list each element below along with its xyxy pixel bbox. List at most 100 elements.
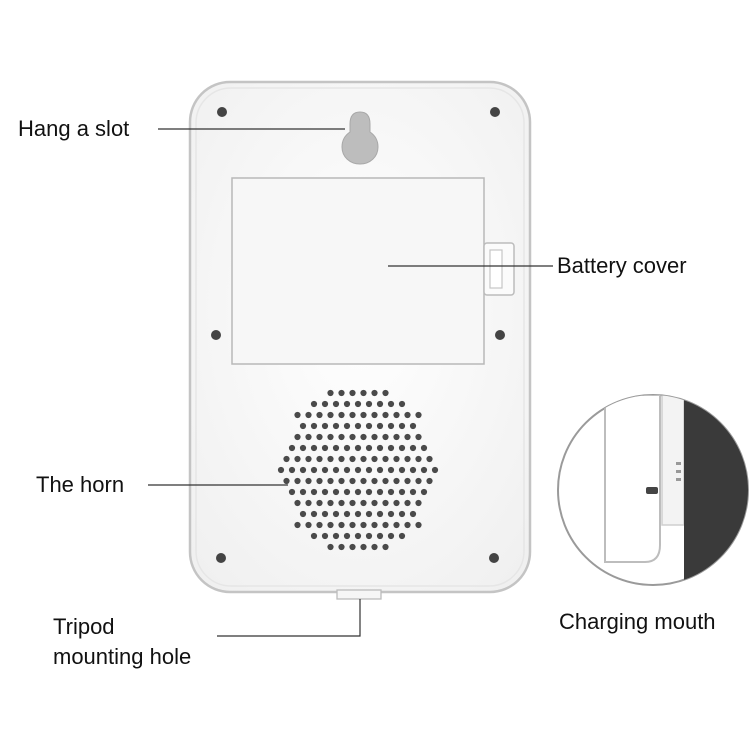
grille-hole (316, 521, 323, 529)
label-charging-mouth: Charging mouth (559, 609, 716, 634)
grille-hole (354, 422, 362, 430)
grille-hole (409, 444, 417, 452)
grille-hole (376, 532, 384, 540)
grille-hole (294, 477, 301, 485)
grille-hole (327, 543, 334, 551)
grille-hole (404, 499, 411, 507)
grille-hole (338, 521, 345, 529)
grille-hole (371, 389, 378, 397)
label-tripod-line2: mounting hole (53, 644, 192, 669)
grille-hole (327, 499, 334, 507)
grille-hole (327, 477, 334, 485)
grille-hole (360, 499, 367, 507)
grille-hole (365, 422, 373, 430)
grille-hole (332, 444, 340, 452)
grille-hole (431, 466, 439, 474)
grille-hole (321, 444, 329, 452)
grille-hole (393, 411, 400, 419)
grille-hole (360, 433, 367, 441)
grille-hole (321, 510, 329, 518)
grille-hole (283, 455, 290, 463)
grille-hole (332, 466, 340, 474)
grille-hole (371, 455, 378, 463)
grille-hole (327, 433, 334, 441)
grille-hole (343, 466, 351, 474)
grille-hole (404, 411, 411, 419)
grille-hole (321, 466, 329, 474)
grille-hole (316, 499, 323, 507)
grille-hole (294, 521, 301, 529)
grille-hole (305, 455, 312, 463)
grille-hole (343, 510, 351, 518)
grille-hole (349, 411, 356, 419)
grille-hole (277, 466, 285, 474)
grille-hole (294, 499, 301, 507)
grille-hole (398, 466, 406, 474)
grille-hole (382, 433, 389, 441)
grille-hole (299, 466, 307, 474)
grille-hole (310, 400, 318, 408)
grille-hole (376, 400, 384, 408)
grille-hole (382, 521, 389, 529)
label-tripod-mounting-hole: Tripod mounting hole (53, 612, 191, 672)
grille-hole (354, 532, 362, 540)
grille-hole (365, 532, 373, 540)
grille-hole (371, 499, 378, 507)
grille-hole (387, 400, 395, 408)
grille-hole (343, 444, 351, 452)
grille-hole (343, 422, 351, 430)
grille-hole (365, 488, 373, 496)
grille-hole (365, 400, 373, 408)
grille-hole (420, 466, 428, 474)
label-tripod-line1: Tripod (53, 614, 115, 639)
label-hang-slot: Hang a slot (18, 116, 130, 141)
grille-hole (288, 488, 296, 496)
grille-hole (299, 510, 307, 518)
grille-hole (393, 499, 400, 507)
grille-hole (371, 543, 378, 551)
speaker-grille (277, 389, 439, 551)
grille-hole (310, 532, 318, 540)
grille-hole (288, 444, 296, 452)
grille-hole (382, 477, 389, 485)
grille-hole (360, 455, 367, 463)
grille-hole (387, 466, 395, 474)
grille-hole (393, 477, 400, 485)
grille-hole (283, 477, 290, 485)
grille-hole (349, 477, 356, 485)
grille-hole (365, 510, 373, 518)
tripod-mount (336, 589, 382, 600)
label-horn: The horn (36, 472, 125, 497)
grille-hole (338, 499, 345, 507)
grille-hole (376, 488, 384, 496)
grille-hole (420, 444, 428, 452)
grille-hole (294, 411, 301, 419)
grille-hole (409, 422, 417, 430)
grille-hole (321, 422, 329, 430)
grille-hole (349, 521, 356, 529)
grille-hole (382, 389, 389, 397)
grille-hole (321, 488, 329, 496)
grille-hole (316, 477, 323, 485)
grille-hole (305, 433, 312, 441)
grille-hole (294, 433, 301, 441)
grille-hole (338, 411, 345, 419)
grille-hole (409, 510, 417, 518)
grille-hole (420, 488, 428, 496)
grille-hole (343, 532, 351, 540)
grille-hole (299, 444, 307, 452)
grille-hole (354, 510, 362, 518)
grille-hole (360, 521, 367, 529)
grille-hole (354, 444, 362, 452)
grille-hole (349, 455, 356, 463)
grille-hole (404, 433, 411, 441)
grille-hole (426, 455, 433, 463)
grille-hole (360, 389, 367, 397)
grille-hole (310, 444, 318, 452)
grille-hole (387, 510, 395, 518)
grille-hole (404, 477, 411, 485)
screw-icon (211, 107, 505, 563)
grille-hole (321, 400, 329, 408)
grille-hole (398, 510, 406, 518)
